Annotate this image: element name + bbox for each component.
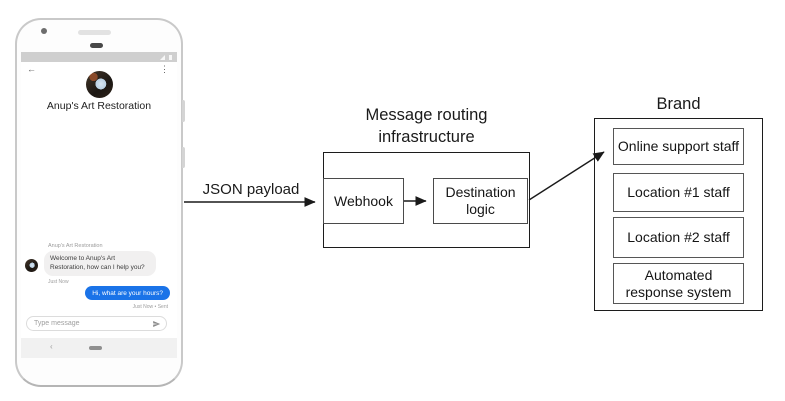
message-composer[interactable] [26, 316, 167, 331]
brand-destination-location-2: Location #2 staff [613, 217, 744, 258]
incoming-timestamp: Just Now [48, 279, 69, 285]
outgoing-timestamp: Just Now • Sent [132, 304, 168, 310]
brand-title: Brand [656, 95, 701, 113]
nav-home-icon[interactable] [89, 346, 102, 350]
brand-destination-online-support: Online support staff [613, 128, 744, 165]
outgoing-message-bubble: Hi, what are your hours? [85, 286, 170, 300]
business-avatar [86, 71, 113, 98]
front-camera [41, 28, 47, 34]
json-payload-label: JSON payload [202, 181, 300, 198]
message-input[interactable] [34, 318, 144, 329]
send-icon[interactable] [152, 320, 161, 328]
status-bar [21, 52, 177, 62]
routing-title: Message routing infrastructure [365, 106, 488, 146]
nav-back-icon[interactable]: ‹ [50, 342, 53, 351]
phone-device: ← ⋮ Anup's Art Restoration Anup's Art Re… [15, 18, 185, 387]
android-navbar: ‹ [21, 338, 177, 358]
back-arrow-icon[interactable]: ← [27, 64, 36, 74]
speaker-grille [90, 43, 103, 48]
earpiece-speaker [78, 30, 111, 35]
battery-icon [169, 55, 172, 60]
power-button[interactable] [182, 147, 185, 168]
brand-destination-location-1: Location #1 staff [613, 173, 744, 212]
volume-button[interactable] [182, 100, 185, 122]
chat-title: Anup's Art Restoration [46, 100, 152, 112]
webhook-box: Webhook [323, 178, 404, 224]
phone-screen: ← ⋮ Anup's Art Restoration Anup's Art Re… [21, 52, 177, 358]
overflow-menu-icon[interactable]: ⋮ [160, 64, 169, 74]
incoming-message-bubble: Welcome to Anup's Art Restoration, how c… [44, 251, 156, 276]
sender-label: Anup's Art Restoration [48, 243, 103, 249]
message-avatar [25, 259, 38, 272]
signal-icon [160, 55, 165, 60]
brand-destination-automated-response: Automated response system [613, 263, 744, 304]
destination-logic-box: Destination logic [433, 178, 528, 224]
brand-container-box [594, 118, 763, 311]
